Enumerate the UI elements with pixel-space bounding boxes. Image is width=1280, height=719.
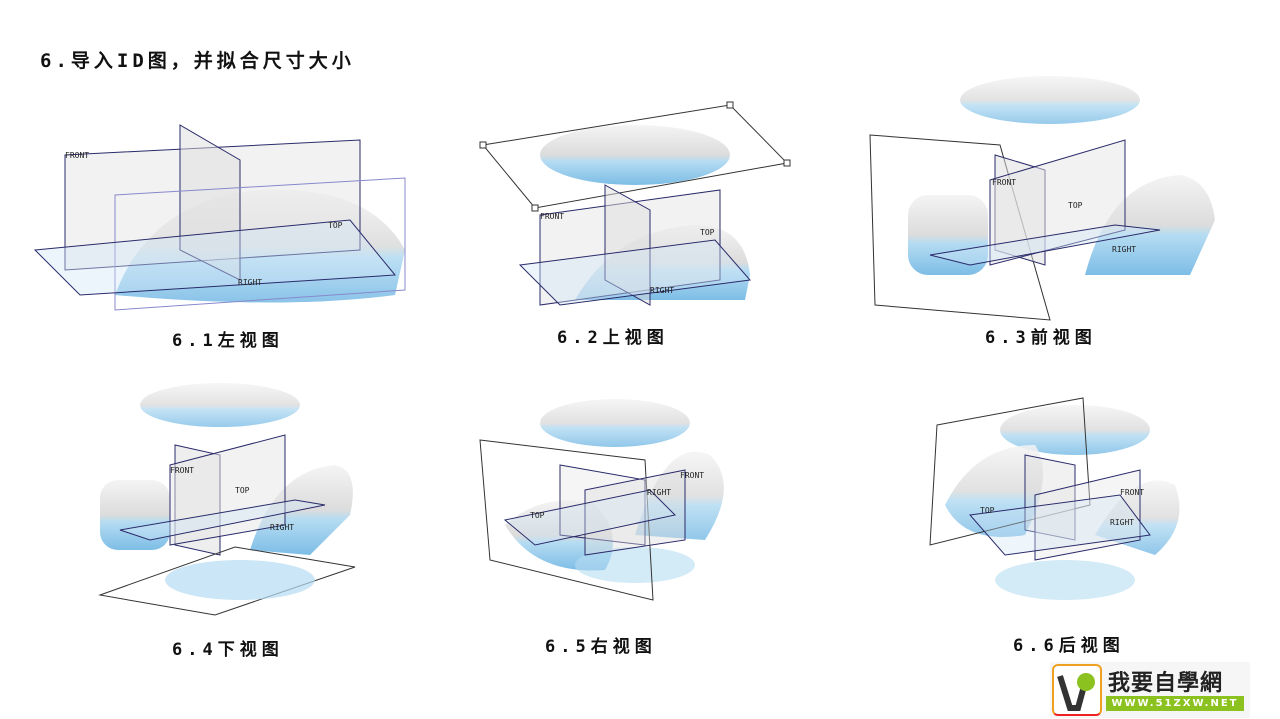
right-label: RIGHT xyxy=(238,278,262,287)
left-view-image: FRONT TOP RIGHT xyxy=(33,124,406,311)
front-label: FRONT xyxy=(1120,488,1144,497)
bottom-view-image: FRONT TOP RIGHT xyxy=(98,383,356,616)
front-label: FRONT xyxy=(540,212,564,221)
top-view-image: FRONT TOP RIGHT xyxy=(479,101,791,306)
site-logo-watermark: 我要自學網 WWW.51ZXW.NET xyxy=(1050,662,1250,718)
right-label: RIGHT xyxy=(1112,245,1136,254)
right-view-image: TOP FRONT RIGHT xyxy=(479,399,724,601)
top-label: TOP xyxy=(328,221,343,230)
logo-url: WWW.51ZXW.NET xyxy=(1106,696,1244,711)
caption-back-view: 6.6后视图 xyxy=(1013,636,1125,656)
caption-left-view: 6.1左视图 xyxy=(172,331,284,351)
back-view-image: TOP FRONT RIGHT xyxy=(929,397,1180,600)
front-label: FRONT xyxy=(680,471,704,480)
top-label: TOP xyxy=(700,228,715,237)
front-view-image: FRONT TOP RIGHT xyxy=(869,76,1215,321)
top-label: TOP xyxy=(1068,201,1083,210)
front-label: FRONT xyxy=(65,151,89,160)
caption-top-view: 6.2上视图 xyxy=(557,328,669,348)
top-label: TOP xyxy=(530,511,545,520)
caption-bottom-view: 6.4下视图 xyxy=(172,640,284,660)
top-label: TOP xyxy=(980,506,995,515)
right-label: RIGHT xyxy=(1110,518,1134,527)
right-label: RIGHT xyxy=(270,523,294,532)
right-label: RIGHT xyxy=(647,488,671,497)
top-label: TOP xyxy=(235,486,250,495)
caption-right-view: 6.5右视图 xyxy=(545,637,657,657)
logo-name: 我要自學網 xyxy=(1108,671,1224,696)
front-label: FRONT xyxy=(992,178,1016,187)
front-label: FRONT xyxy=(170,466,194,475)
page-title: 6.导入ID图，并拟合尺寸大小 xyxy=(40,50,355,72)
logo-v-leaf-icon xyxy=(1052,664,1102,716)
caption-front-view: 6.3前视图 xyxy=(985,328,1097,348)
right-label: RIGHT xyxy=(650,286,674,295)
